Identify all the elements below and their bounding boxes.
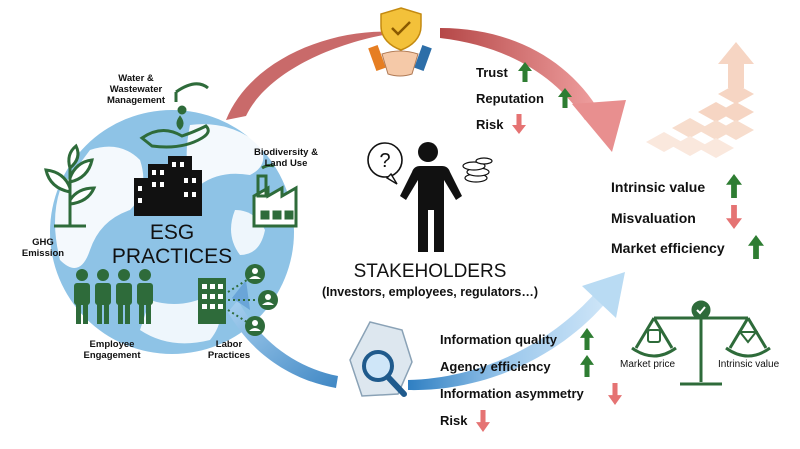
information-quality-up-arrow-icon: [580, 328, 594, 350]
red-flow-arrow: [226, 26, 626, 152]
svg-text:?: ?: [379, 150, 390, 172]
info-effect-risk: Risk: [440, 413, 468, 428]
balance-scale-icon: [631, 300, 771, 386]
market-effect-market-efficiency: Market efficiency: [611, 240, 725, 256]
labor-network-icon: [198, 264, 278, 336]
risk-down-arrow-icon: [512, 114, 526, 134]
labor-label-line2: Practices: [207, 350, 251, 361]
blue-flow-arrow-left: [228, 280, 338, 388]
employees-icon: [74, 269, 153, 324]
hand-water-icon: [139, 82, 210, 149]
ghg-label-line2: Emission: [21, 248, 65, 259]
info-effect-agency-efficiency: Agency efficiency: [440, 359, 551, 374]
scale-label-market-price: Market price: [620, 359, 676, 370]
coins-icon: [462, 157, 493, 183]
biodiversity-label-line1: Biodiversity &: [254, 147, 318, 158]
water-label-line2: Wastewater: [109, 84, 163, 95]
top-effect-trust: Trust: [476, 65, 508, 80]
shield-check-icon: [380, 7, 422, 51]
water-label-line1: Water &: [118, 73, 154, 84]
misvaluation-down-arrow-icon: [726, 205, 742, 229]
info-effect-information-quality: Information quality: [440, 332, 557, 347]
magnifier-crystal-icon: [349, 321, 413, 397]
blue-flow-arrow-right: [408, 272, 625, 391]
agency-efficiency-up-arrow-icon: [580, 355, 594, 377]
info-risk-down-arrow-icon: [476, 410, 490, 432]
market-effect-misvaluation: Misvaluation: [611, 210, 696, 226]
scale-label-intrinsic-value: Intrinsic value: [718, 359, 780, 370]
esg-label-line1: ESG: [149, 221, 195, 244]
labor-label-line1: Labor: [215, 339, 243, 350]
question-bubble-icon: ?: [367, 142, 403, 185]
stakeholders-title: STAKEHOLDERS: [353, 261, 507, 282]
growth-bars-icon: [646, 42, 754, 158]
employee-label-line2: Engagement: [83, 350, 141, 361]
top-effect-reputation: Reputation: [476, 91, 544, 106]
market-efficiency-up-arrow-icon: [748, 235, 764, 259]
plant-icon: [44, 143, 97, 228]
top-effect-risk: Risk: [476, 117, 504, 132]
person-icon: [400, 142, 462, 252]
trust-up-arrow-icon: [518, 62, 532, 82]
reputation-up-arrow-icon: [558, 88, 572, 108]
employee-label-line1: Employee: [89, 339, 135, 350]
intrinsic-value-up-arrow-icon: [726, 174, 742, 198]
stakeholders-subtitle: (Investors, employees, regulators…): [321, 285, 539, 299]
buildings-icon: [134, 156, 202, 216]
water-label-line3: Management: [106, 95, 166, 106]
factory-icon: [252, 163, 298, 228]
biodiversity-label-line2: Land Use: [264, 158, 308, 169]
information-asymmetry-down-arrow-icon: [608, 383, 622, 405]
esg-label-line2: PRACTICES: [111, 245, 233, 268]
handshake-icon: [368, 45, 432, 77]
ghg-label-line1: GHG: [32, 237, 54, 248]
market-effect-intrinsic-value: Intrinsic value: [611, 179, 706, 195]
info-effect-information-asymmetry: Information asymmetry: [440, 386, 584, 401]
